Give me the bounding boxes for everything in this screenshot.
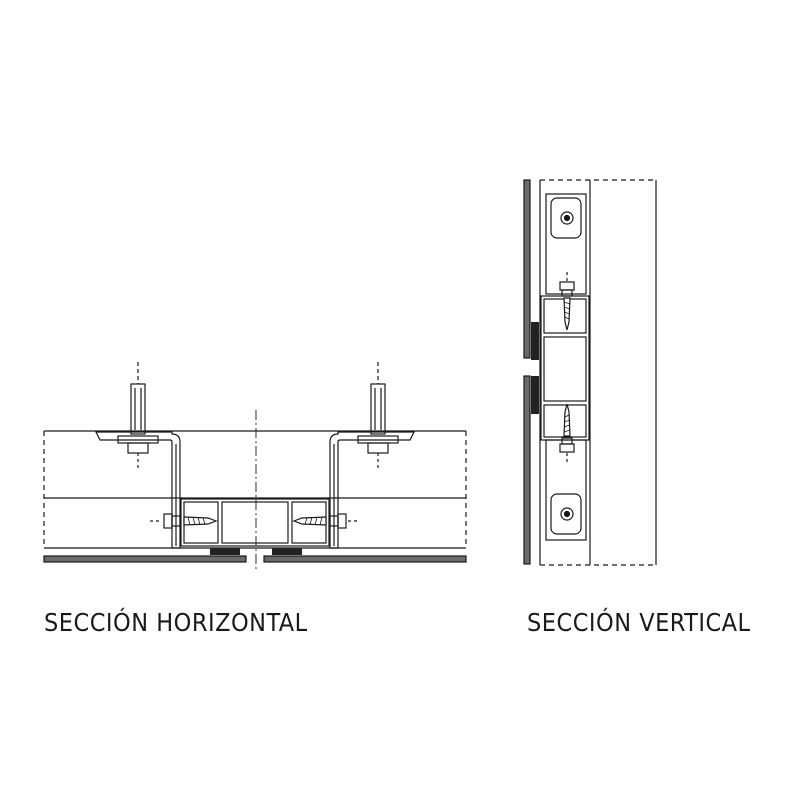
caption-horizontal-section: SECCIÓN HORIZONTAL — [44, 608, 308, 637]
lower-bracket — [545, 439, 587, 541]
cladding-panels-vertical — [523, 179, 539, 565]
angle-bracket-left — [95, 431, 181, 549]
angle-bracket-right — [329, 431, 415, 549]
lateral-screw-right — [292, 513, 360, 529]
caption-vertical-section: SECCIÓN VERTICAL — [527, 608, 751, 637]
horizontal-section — [43, 362, 467, 572]
vertical-section — [523, 179, 657, 566]
cladding-panels — [43, 548, 467, 563]
upper-bracket — [545, 193, 587, 295]
wall-substrate — [43, 430, 467, 549]
anchor-bolt-right — [357, 362, 399, 470]
lateral-screw-left — [150, 513, 218, 529]
screw-lower — [559, 403, 575, 462]
screw-upper — [559, 272, 575, 331]
wall-substrate-vertical — [539, 179, 657, 566]
anchor-bolt-left — [117, 362, 159, 470]
